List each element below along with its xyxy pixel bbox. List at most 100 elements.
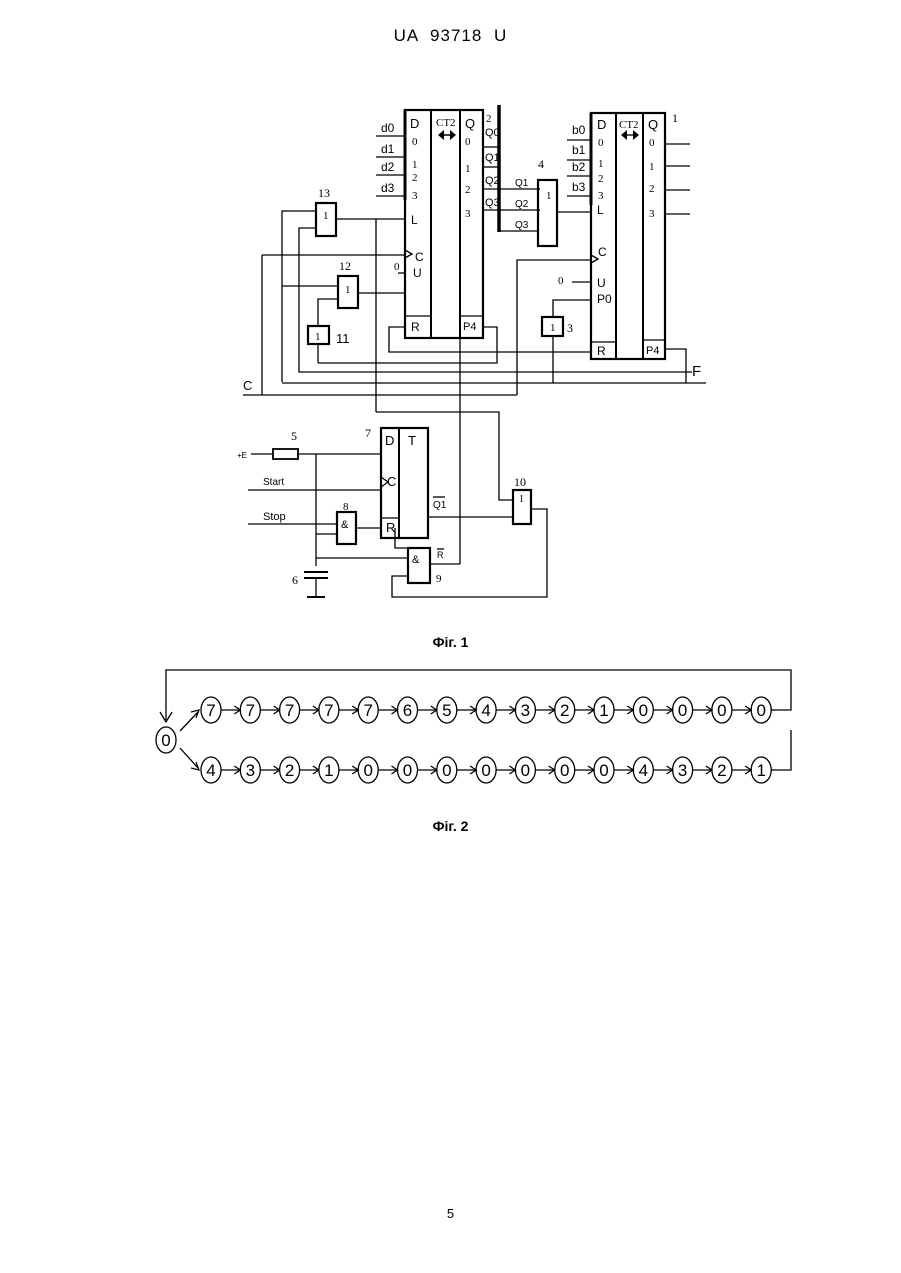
cr-pin-q: Q <box>648 117 658 132</box>
cl-dnum-1: 1 <box>412 159 418 171</box>
svg-text:3: 3 <box>567 321 573 335</box>
row2-state: 0 <box>398 757 418 783</box>
row2-state: 0 <box>437 757 457 783</box>
d0-label: d0 <box>381 121 395 135</box>
svg-text:R: R <box>437 550 444 560</box>
cr-pin-l: L <box>597 203 604 217</box>
row1-state-label: 3 <box>521 701 530 720</box>
svg-text:13: 13 <box>318 186 330 200</box>
row1-state-label: 2 <box>560 701 569 720</box>
svg-text:b3: b3 <box>572 180 586 194</box>
row2-state-label: 3 <box>678 761 687 780</box>
cl-pin-d: D <box>410 116 419 131</box>
row1-state: 7 <box>240 697 260 723</box>
or-gate-11: 1 11 <box>308 326 350 363</box>
row1-state-label: 0 <box>717 701 726 720</box>
row2-state: 2 <box>712 757 732 783</box>
cl-pin-l: L <box>411 213 418 227</box>
svg-text:Q2: Q2 <box>515 199 529 210</box>
cl-dnum-2: 2 <box>412 172 418 184</box>
row2-state-label: 0 <box>560 761 569 780</box>
svg-text:7: 7 <box>365 426 371 440</box>
svg-text:D: D <box>385 433 394 448</box>
cr-pin-r: R <box>597 344 606 358</box>
cl-qnum-0: 0 <box>465 136 471 148</box>
row2-state: 1 <box>319 757 339 783</box>
page-number: 5 <box>0 1206 901 1221</box>
cl-qnum-3: 3 <box>465 208 471 220</box>
row1-state-label: 6 <box>403 701 412 720</box>
row1-state-label: 7 <box>324 701 333 720</box>
row2-state-label: 0 <box>363 761 372 780</box>
start-state: 0 <box>156 727 176 753</box>
or-gate-10: 1 10 <box>513 475 531 524</box>
cl-dnum-3: 3 <box>412 190 418 202</box>
svg-text:1: 1 <box>550 322 556 334</box>
svg-text:1: 1 <box>598 158 604 170</box>
row1-state-label: 0 <box>678 701 687 720</box>
svg-text:2: 2 <box>598 173 604 185</box>
svg-text:1: 1 <box>649 161 655 173</box>
cl-pin-q: Q <box>465 116 475 131</box>
row2-state-label: 2 <box>717 761 726 780</box>
d3-label: d3 <box>381 181 395 195</box>
svg-text:&: & <box>412 554 420 566</box>
row1-state-label: 7 <box>246 701 255 720</box>
cl-dnum-0: 0 <box>412 136 418 148</box>
row2-state: 0 <box>594 757 614 783</box>
cl-q3: Q3 <box>485 197 500 209</box>
row1-state: 0 <box>633 697 653 723</box>
svg-text:b1: b1 <box>572 143 586 157</box>
svg-text:Q1: Q1 <box>515 178 529 189</box>
cr-label-1: 1 <box>672 111 678 125</box>
cl-label: CT2 <box>436 117 456 129</box>
svg-text:&: & <box>341 519 349 531</box>
g4-label: 4 <box>538 157 544 171</box>
svg-text:+E: +E <box>237 451 247 460</box>
row2-state-label: 0 <box>521 761 530 780</box>
fig2-caption: Фіг. 2 <box>0 818 901 834</box>
row2-state: 0 <box>555 757 575 783</box>
row2-state-label: 4 <box>206 761 215 780</box>
row1-state: 1 <box>594 697 614 723</box>
row1-state: 3 <box>515 697 535 723</box>
svg-text:b2: b2 <box>572 160 586 174</box>
svg-text:3: 3 <box>649 208 655 220</box>
d2-label: d2 <box>381 160 395 174</box>
row1-state: 7 <box>358 697 378 723</box>
row2-state: 3 <box>240 757 260 783</box>
cr-pin-p0: P0 <box>597 292 612 306</box>
svg-text:2: 2 <box>649 183 655 195</box>
row1-state-label: 7 <box>363 701 372 720</box>
row2-state: 4 <box>633 757 653 783</box>
svg-text:0: 0 <box>598 137 604 149</box>
svg-text:Q3: Q3 <box>515 220 529 231</box>
start-state-label: 0 <box>161 731 170 750</box>
cl-q0: Q0 <box>485 127 500 139</box>
row1-state-label: 0 <box>639 701 648 720</box>
row1-state: 6 <box>398 697 418 723</box>
svg-text:0: 0 <box>394 261 400 273</box>
row1-state: 7 <box>280 697 300 723</box>
c-signal-label: C <box>243 378 252 393</box>
row2-state: 0 <box>476 757 496 783</box>
row2-state: 3 <box>673 757 693 783</box>
svg-text:b0: b0 <box>572 123 586 137</box>
svg-text:C: C <box>387 474 396 489</box>
cr-pin-p4: P4 <box>646 345 659 357</box>
and-gate-8: & 8 Stop <box>248 501 381 544</box>
svg-text:11: 11 <box>336 331 350 346</box>
row2-state-label: 3 <box>246 761 255 780</box>
svg-text:T: T <box>408 433 416 448</box>
row1-state-label: 1 <box>599 701 608 720</box>
row1-state-label: 0 <box>756 701 765 720</box>
svg-text:1: 1 <box>315 331 321 343</box>
cr-pin-u: U <box>597 276 606 290</box>
cr-label: CT2 <box>619 119 639 131</box>
svg-text:6: 6 <box>292 573 298 587</box>
row1-state: 0 <box>751 697 771 723</box>
stop-label: Stop <box>263 511 286 523</box>
counter-right: D CT2 Q 0 1 2 3 L C U P0 R P4 0 1 2 3 1 … <box>558 111 690 359</box>
row1-state-label: 7 <box>206 701 215 720</box>
row2-state: 0 <box>358 757 378 783</box>
